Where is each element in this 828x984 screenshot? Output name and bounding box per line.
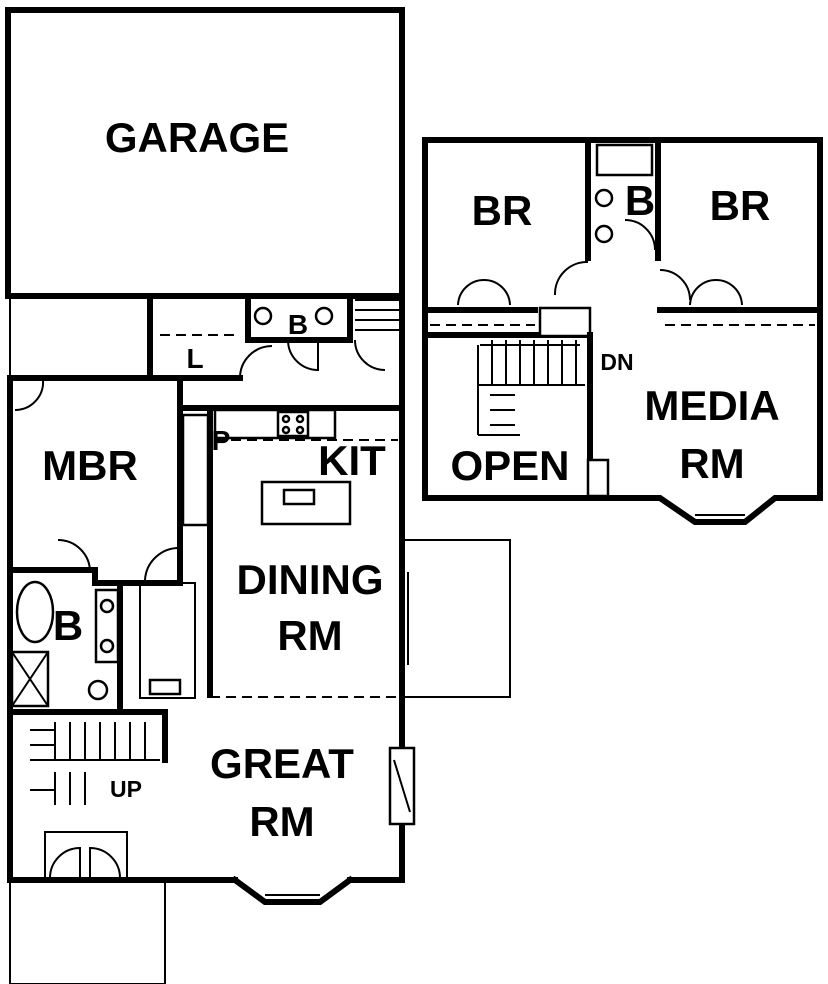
- media-column: [586, 458, 610, 498]
- master-toilet: [87, 679, 109, 701]
- master-bath-walls: [7, 567, 98, 586]
- upper-floor: [422, 137, 823, 525]
- service-stair: [355, 299, 400, 331]
- label-stair-up: UP: [110, 776, 142, 802]
- stair-walls: [7, 709, 168, 763]
- label-br-left: BR: [472, 187, 533, 234]
- label-media-2: RM: [679, 440, 744, 487]
- label-open: OPEN: [450, 442, 569, 489]
- pantry: [181, 413, 210, 527]
- sink-fixture: [314, 306, 334, 326]
- upper-sink: [594, 224, 614, 244]
- label-dining-1: DINING: [237, 556, 384, 603]
- garage-walls: [5, 7, 405, 299]
- br-right-door: [659, 269, 691, 301]
- porch-outline: [10, 880, 166, 984]
- label-bath-upper: B: [625, 177, 655, 224]
- island-sink: [282, 488, 316, 506]
- front-door-right: [89, 846, 121, 879]
- garage-entry-swing: [354, 339, 386, 371]
- label-bath-main: B: [288, 309, 308, 340]
- great-room-bay: [230, 875, 355, 905]
- label-mbr: MBR: [42, 442, 138, 489]
- mbr-door-swing: [14, 379, 45, 412]
- closet-door-swing: [144, 546, 181, 581]
- label-dining-2: RM: [277, 612, 342, 659]
- label-pantry: P: [212, 425, 231, 456]
- br-right-closet-door: [689, 279, 743, 306]
- upper-stair-treads: [477, 340, 585, 436]
- label-br-right: BR: [710, 182, 771, 229]
- main-floor: [5, 7, 511, 984]
- linen-closet: [538, 306, 592, 338]
- laundry-door-swing: [239, 345, 273, 379]
- main-stair-treads: [30, 722, 160, 805]
- toilet-fixture: [253, 306, 273, 326]
- label-media-1: MEDIA: [644, 382, 779, 429]
- kitchen-counter-top: [213, 408, 337, 440]
- label-kitchen: KIT: [318, 437, 386, 484]
- label-stair-down: DN: [600, 349, 633, 375]
- label-laundry: L: [186, 343, 203, 374]
- main-east-wall: [347, 293, 405, 883]
- walk-in-closet: [139, 582, 196, 699]
- bath-door-swing: [287, 339, 319, 372]
- label-bath-master: B: [53, 602, 83, 649]
- label-garage: GARAGE: [105, 114, 289, 161]
- patio-outline: [402, 539, 511, 698]
- closet-shelf: [148, 678, 182, 696]
- label-great-2: RM: [249, 798, 314, 845]
- upper-outer-walls: [422, 137, 823, 525]
- bathtub: [15, 580, 55, 644]
- front-door-frame: [44, 831, 128, 881]
- laundry-walls: [147, 297, 243, 381]
- label-great-1: GREAT: [210, 740, 354, 787]
- upper-toilet: [594, 188, 614, 208]
- br-left-closet-door: [457, 279, 511, 306]
- upper-tub: [595, 143, 654, 177]
- br-left-door: [553, 260, 589, 296]
- upper-bath-door: [624, 219, 656, 251]
- front-door-left: [49, 846, 81, 879]
- mbr-bath-door-swing: [57, 539, 91, 573]
